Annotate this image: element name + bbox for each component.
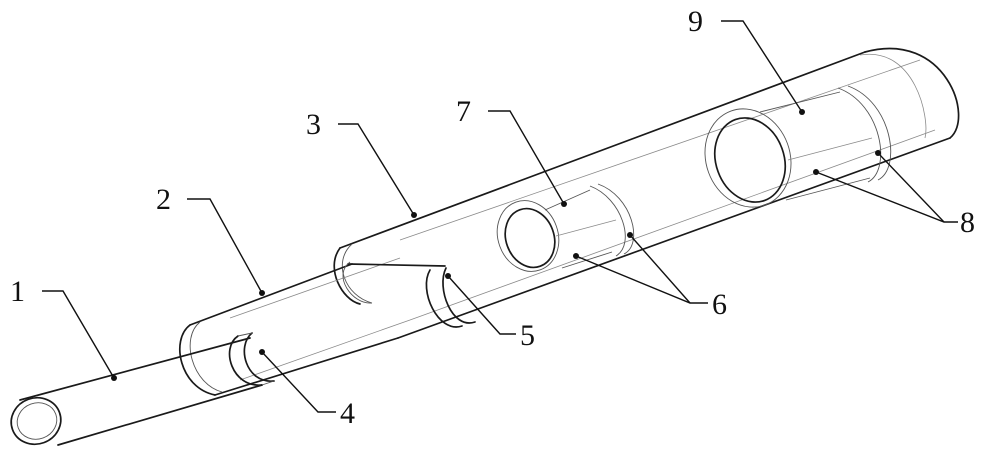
rings-8-chamber-9 [704,85,892,208]
callout-4: 4 [259,349,355,430]
callout-label-3: 3 [306,108,321,141]
ring-5 [342,261,476,328]
callout-label-9: 9 [688,5,703,38]
callout-9: 9 [688,5,805,115]
callout-label-1: 1 [10,275,25,308]
callout-label-4: 4 [340,397,355,430]
callout-5: 5 [445,273,535,352]
callout-1: 1 [10,275,117,381]
callout-2: 2 [156,183,265,296]
callout-label-7: 7 [456,95,471,128]
callout-6: 6 [573,232,727,321]
inner-tube [10,337,263,446]
outer-tube [333,47,960,339]
ring-4 [228,332,275,386]
middle-tube [178,257,411,396]
callout-label-6: 6 [712,288,727,321]
callout-8: 8 [813,150,975,239]
callout-label-5: 5 [520,319,535,352]
callout-7: 7 [456,95,567,207]
callout-label-8: 8 [960,206,975,239]
callout-3: 3 [306,108,417,218]
callout-label-2: 2 [156,183,171,216]
